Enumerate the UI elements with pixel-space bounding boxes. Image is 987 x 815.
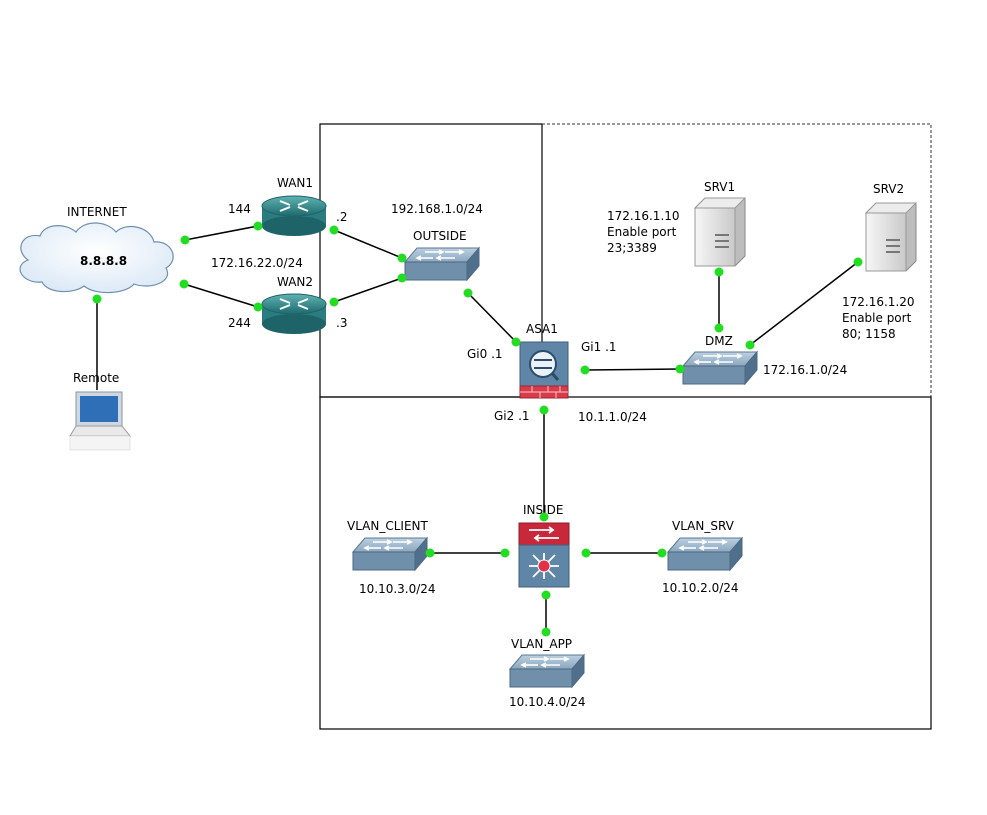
srv2-label: SRV2 <box>873 182 904 196</box>
switch-icon[interactable] <box>404 247 480 281</box>
cloud-icon <box>19 222 174 294</box>
inside-label: INSIDE <box>523 503 564 517</box>
vlan-srv-label: VLAN_SRV <box>672 519 735 533</box>
switch-icon[interactable] <box>667 537 743 571</box>
switch-icon[interactable] <box>509 654 585 688</box>
internet-ip-label: 8.8.8.8 <box>80 254 127 268</box>
wan1-port-label: 144 <box>228 202 251 216</box>
dmz-zone <box>542 123 932 397</box>
outside-label: OUTSIDE <box>413 229 467 243</box>
link-wan2-outside <box>333 277 403 303</box>
srv2-port-line1: Enable port <box>842 311 912 325</box>
firewall-icon[interactable] <box>519 341 569 399</box>
vlan-app-label: VLAN_APP <box>511 637 572 651</box>
zone-borders <box>319 123 932 730</box>
links <box>96 225 859 632</box>
vlan-app-net-label: 10.10.4.0/24 <box>509 695 586 709</box>
server-icon[interactable] <box>694 197 746 267</box>
multilayer-switch-icon[interactable] <box>518 522 570 588</box>
srv2-port-line2: 80; 1158 <box>842 327 896 341</box>
link-outside-asa <box>467 292 517 343</box>
srv1-label: SRV1 <box>704 180 735 194</box>
inside-link-net-label: 10.1.1.0/24 <box>578 410 647 424</box>
asa-gi1-label: Gi1 .1 <box>581 340 617 354</box>
router-icon[interactable] <box>261 293 327 335</box>
vlan-srv-net-label: 10.10.2.0/24 <box>662 581 739 595</box>
outside-net-label: 192.168.1.0/24 <box>391 202 483 216</box>
asa-gi0-label: Gi0 .1 <box>467 347 503 361</box>
wan2-label: WAN2 <box>277 275 313 289</box>
dmz-net-label: 172.16.1.0/24 <box>763 363 847 377</box>
link-wan1-outside <box>333 229 403 259</box>
srv2-ip-label: 172.16.1.20 <box>842 295 915 309</box>
remote-label: Remote <box>73 371 119 385</box>
wan1-outside-label: .2 <box>336 210 347 224</box>
router-icon[interactable] <box>261 195 327 237</box>
link-internet-wan1 <box>184 225 259 241</box>
asa-gi2-label: Gi2 .1 <box>494 409 530 423</box>
switch-icon[interactable] <box>352 537 428 571</box>
link-internet-wan2 <box>183 283 259 308</box>
inside-zone <box>319 396 932 730</box>
link-srv2-dmz <box>749 261 859 346</box>
wan2-port-label: 244 <box>228 316 251 330</box>
laptop-icon[interactable] <box>69 391 132 451</box>
dmz-label: DMZ <box>705 334 733 348</box>
switch-icon[interactable] <box>682 351 758 385</box>
srv1-ip-label: 172.16.1.10 <box>607 209 680 223</box>
server-icon[interactable] <box>865 202 917 272</box>
link-asa-dmz <box>584 368 681 371</box>
wan1-label: WAN1 <box>277 176 313 190</box>
srv1-port-line2: 23;3389 <box>607 241 657 255</box>
srv1-port-line1: Enable port <box>607 225 677 239</box>
vlan-client-label: VLAN_CLIENT <box>347 519 429 533</box>
port-dots <box>92 221 863 637</box>
asa1-label: ASA1 <box>526 322 558 336</box>
wan-net-label: 172.16.22.0/24 <box>211 256 303 270</box>
wan2-outside-label: .3 <box>336 316 347 330</box>
vlan-client-net-label: 10.10.3.0/24 <box>359 582 436 596</box>
internet-label: INTERNET <box>67 205 127 219</box>
